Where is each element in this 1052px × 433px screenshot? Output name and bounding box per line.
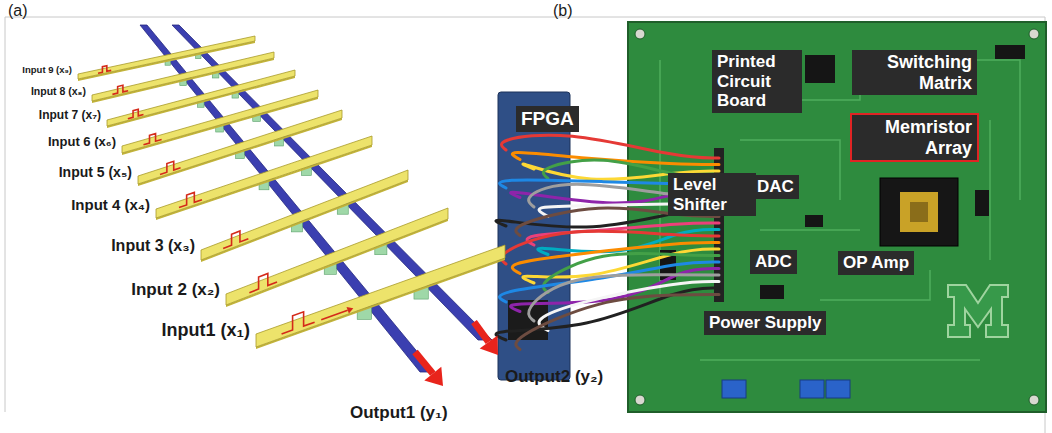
callout-box: Printed Circuit Board — [712, 50, 802, 113]
top-electrode — [78, 36, 255, 79]
panel-letter: (a) — [8, 2, 28, 20]
callout-box: ADC — [750, 250, 797, 274]
input-label: Input 3 (x₃) — [111, 237, 195, 255]
pulse-direction-arrow — [321, 310, 347, 319]
top-electrode — [92, 52, 274, 101]
callout-box: Switching Matrix — [852, 50, 977, 95]
output-arrow — [415, 352, 433, 374]
input-label: Input 5 (x₅) — [59, 164, 132, 180]
output-label: Output2 (y₂) — [505, 367, 603, 387]
input-label: Input 4 (x₄) — [71, 196, 150, 213]
wire-bundle — [496, 135, 719, 349]
terminal-block — [826, 380, 850, 398]
ic-chip — [760, 285, 784, 299]
top-electrode — [138, 110, 342, 184]
board-photo — [498, 22, 1046, 412]
callout-box: FPGA — [516, 106, 579, 132]
input-pulse — [112, 85, 128, 94]
output-arrow — [474, 322, 489, 342]
pcb-trace — [700, 359, 980, 361]
pcb-trace — [760, 229, 860, 231]
callout-box: Level Shifter — [668, 173, 756, 216]
pulse-direction-arrowhead — [347, 307, 354, 314]
input-label: Input 7 (x₇) — [39, 109, 101, 123]
callout-text: ADC — [755, 252, 792, 272]
top-electrode — [107, 70, 295, 126]
mounting-hole — [635, 395, 645, 405]
top-electrode — [122, 90, 318, 153]
memristor-die — [910, 202, 928, 222]
input-label: Input 6 (x₆) — [48, 135, 116, 150]
pcb-trace — [989, 120, 991, 260]
callout-text: Printed Circuit Board — [717, 52, 797, 111]
callout-box: Power Supply — [704, 311, 826, 335]
top-electrode — [256, 245, 505, 347]
input-label: Input 9 (x₉) — [22, 65, 72, 76]
callout-text: FPGA — [521, 108, 574, 130]
mounting-hole — [635, 29, 645, 39]
panel-frame — [5, 17, 1045, 433]
input-label: Input 8 (x₈) — [31, 85, 86, 97]
ic-chip — [805, 55, 835, 83]
input-pulse — [249, 273, 277, 292]
callout-text: Switching Matrix — [857, 52, 972, 93]
callout-text: Power Supply — [709, 313, 821, 333]
mounting-hole — [1029, 395, 1039, 405]
terminal-block — [722, 380, 746, 398]
ic-chip — [805, 215, 823, 227]
output-label: Output1 (y₁) — [350, 403, 448, 423]
jumper-wire — [516, 295, 719, 350]
input-label: Input 2 (x₂) — [131, 280, 220, 300]
university-logo — [948, 285, 1008, 337]
input-pulse — [143, 134, 161, 145]
mounting-hole — [1029, 29, 1039, 39]
callout-text: OP Amp — [843, 253, 909, 273]
callout-box: OP Amp — [838, 251, 914, 275]
input-pulse — [160, 161, 181, 174]
input-pulse — [282, 312, 315, 334]
panel-letter: (b) — [553, 2, 573, 20]
input-pulse — [98, 66, 111, 73]
callout-text: Memristor Array — [857, 117, 972, 158]
input-pulse — [128, 109, 144, 118]
output-arrowhead — [480, 336, 498, 355]
callout-box: DAC — [752, 175, 799, 199]
output-arrowhead — [424, 367, 443, 386]
chip-socket — [880, 178, 958, 246]
ic-chip — [975, 190, 989, 216]
callout-box: Memristor Array — [850, 113, 979, 162]
input-pulse — [223, 231, 248, 248]
ic-chip — [995, 45, 1025, 59]
terminal-block — [800, 380, 824, 398]
callout-text: Level Shifter — [673, 175, 751, 214]
socket-pad — [900, 192, 938, 232]
pcb-trace — [740, 140, 840, 200]
callout-text: DAC — [757, 177, 794, 197]
input-label: Input1 (x₁) — [162, 320, 250, 341]
input-pulse — [179, 192, 202, 207]
